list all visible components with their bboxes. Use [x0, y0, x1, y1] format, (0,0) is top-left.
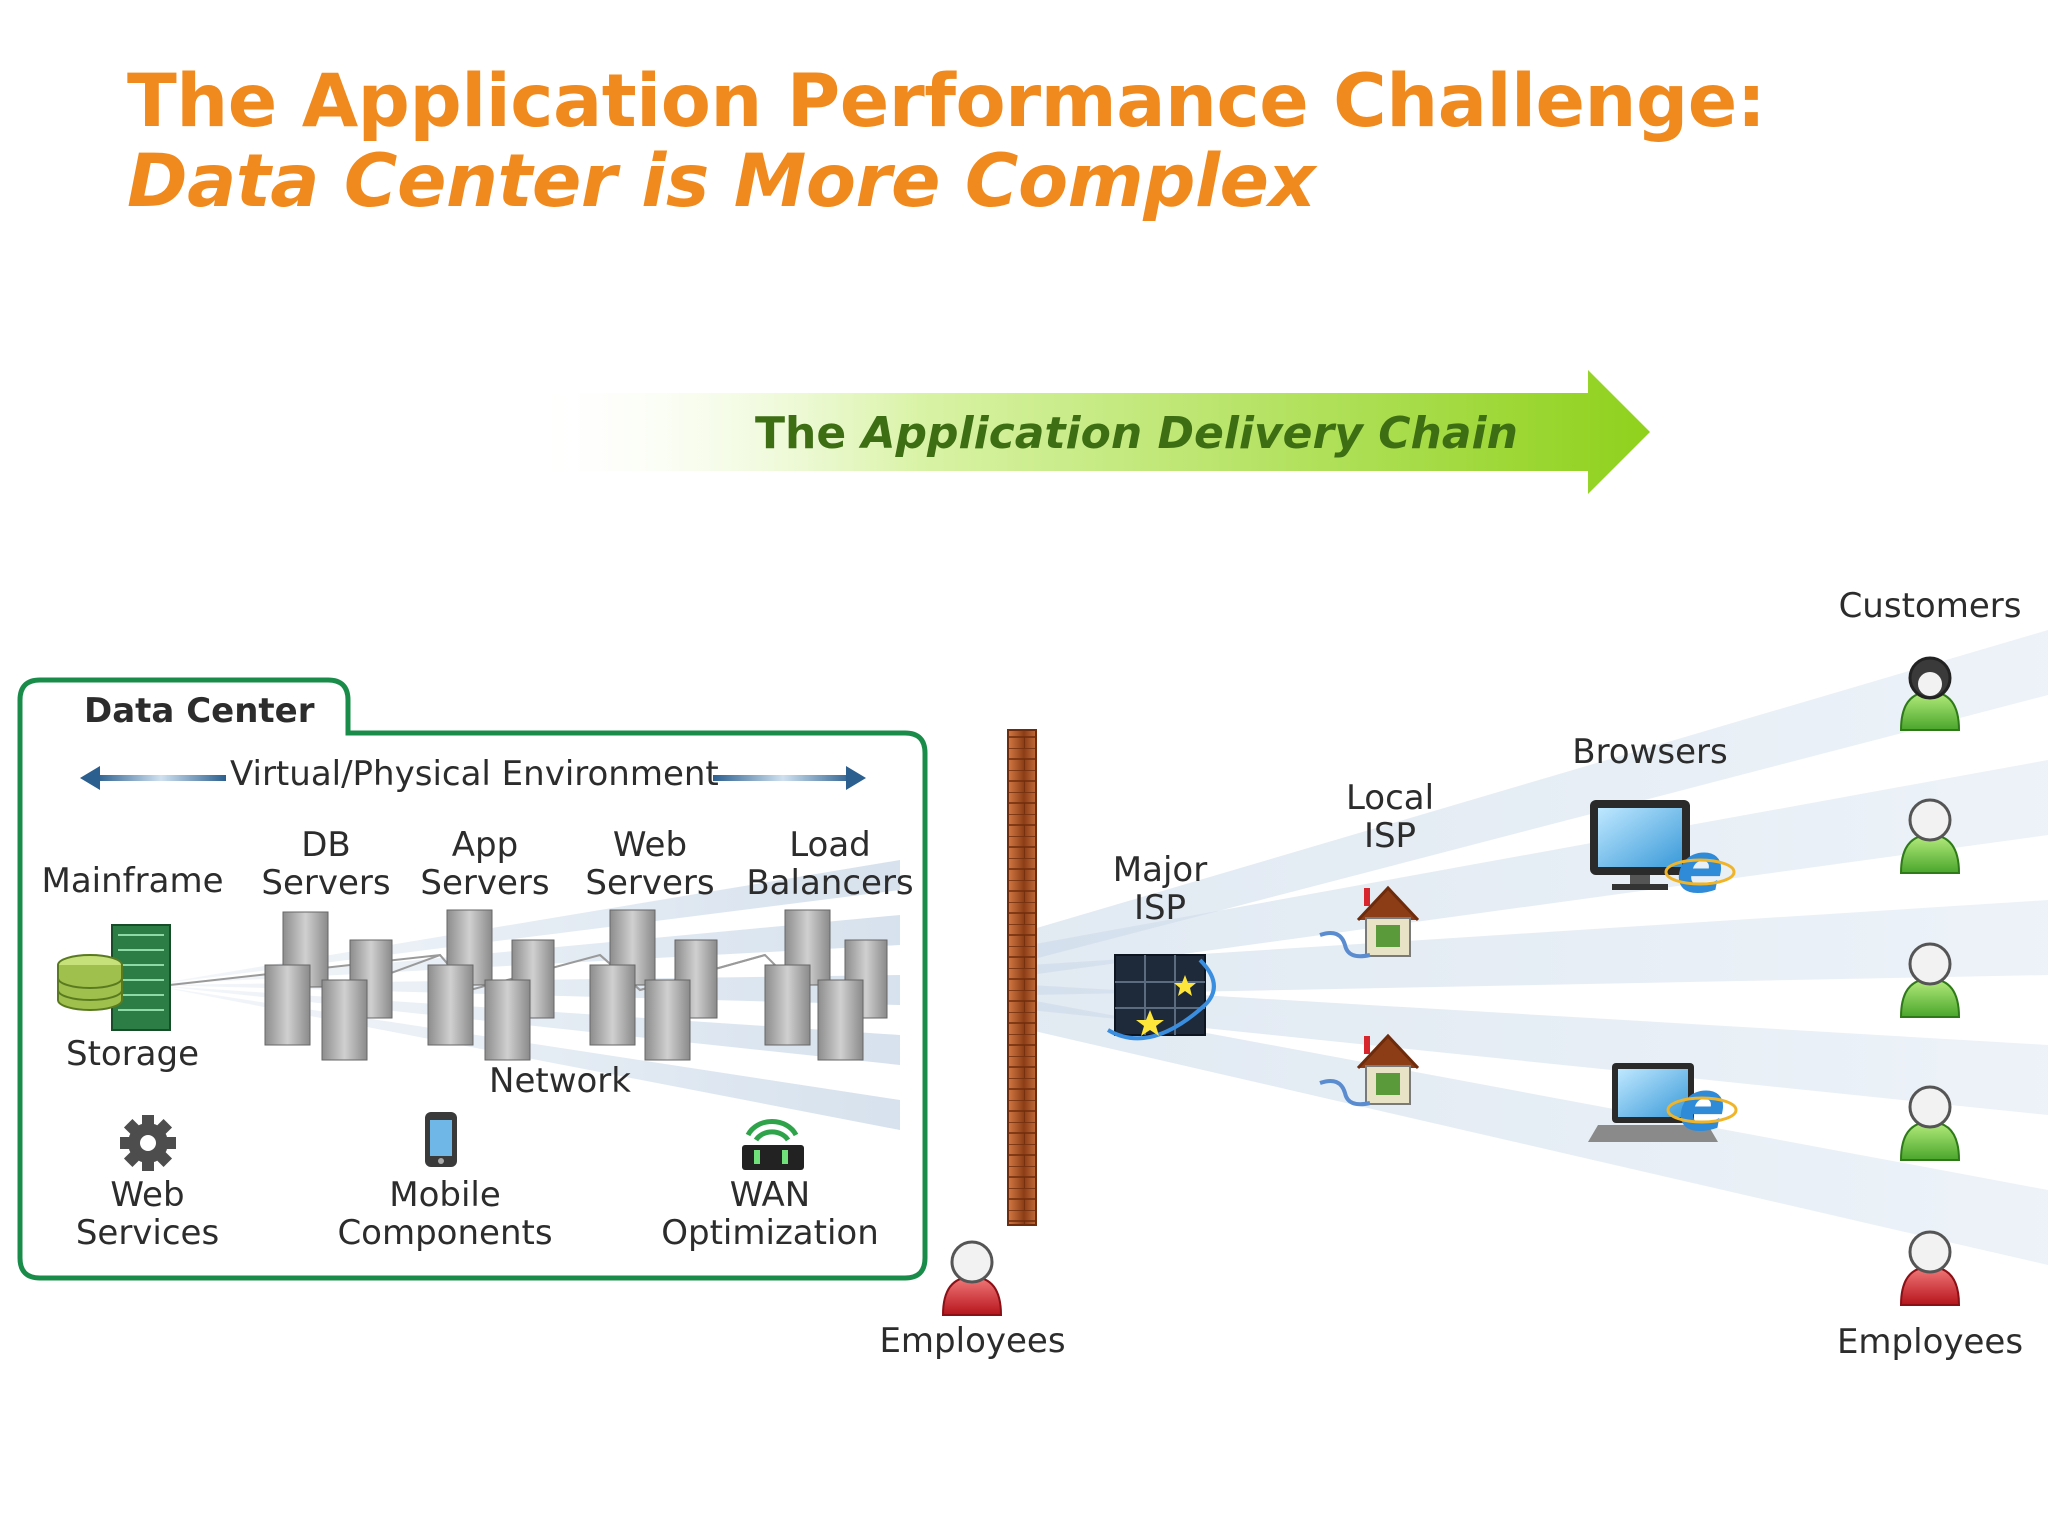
laptop-browser-icon: e	[1588, 1063, 1738, 1147]
customer-icon	[1899, 656, 1961, 731]
employee-icon	[1899, 1230, 1961, 1306]
delivery-beams	[1030, 630, 2048, 1265]
mobile-phone-icon	[425, 1112, 457, 1167]
employees-left-label: Employees	[879, 1321, 1066, 1361]
local-isp-house-icon	[1319, 1033, 1420, 1107]
mainframe-label: Mainframe	[41, 861, 224, 901]
data-center-frame	[17, 677, 928, 1281]
customer-icon	[1899, 1085, 1961, 1161]
ie-logo-icon: e	[1676, 827, 1723, 909]
customers-label: Customers	[1838, 586, 2022, 626]
load-balancers-icon	[764, 909, 888, 1061]
browsers-label: Browsers	[1572, 732, 1728, 772]
environment-double-arrow	[80, 766, 866, 790]
customer-icon	[1899, 798, 1961, 874]
data-center-tab-label: Data Center	[84, 691, 315, 731]
environment-label: Virtual/Physical Environment	[230, 754, 719, 794]
local-isp-house-icon	[1319, 885, 1420, 959]
employees-right-label: Employees	[1836, 1322, 2024, 1362]
customer-icon	[1899, 942, 1961, 1018]
app-servers-icon	[427, 909, 555, 1061]
network-label: Network	[489, 1061, 631, 1101]
db-servers-icon	[264, 911, 393, 1061]
storage-icon	[57, 954, 123, 1011]
ie-logo-icon: e	[1678, 1065, 1725, 1147]
firewall-wall	[1007, 729, 1037, 1226]
desktop-browser-icon: e	[1590, 800, 1736, 909]
page-title: The Application Performance Challenge: D…	[127, 59, 1766, 224]
wan-router-icon	[742, 1119, 804, 1170]
delivery-chain-arrow	[525, 370, 1650, 494]
gear-icon	[120, 1115, 176, 1171]
employee-icon	[941, 1240, 1003, 1316]
title-line-1: The Application Performance Challenge:	[127, 59, 1766, 144]
delivery-chain-label: The Application Delivery Chain	[755, 408, 1518, 459]
storage-label: Storage	[65, 1034, 200, 1074]
title-line-2: Data Center is More Complex	[127, 139, 1316, 224]
major-isp-icon	[1106, 954, 1216, 1041]
web-servers-icon	[589, 909, 718, 1061]
